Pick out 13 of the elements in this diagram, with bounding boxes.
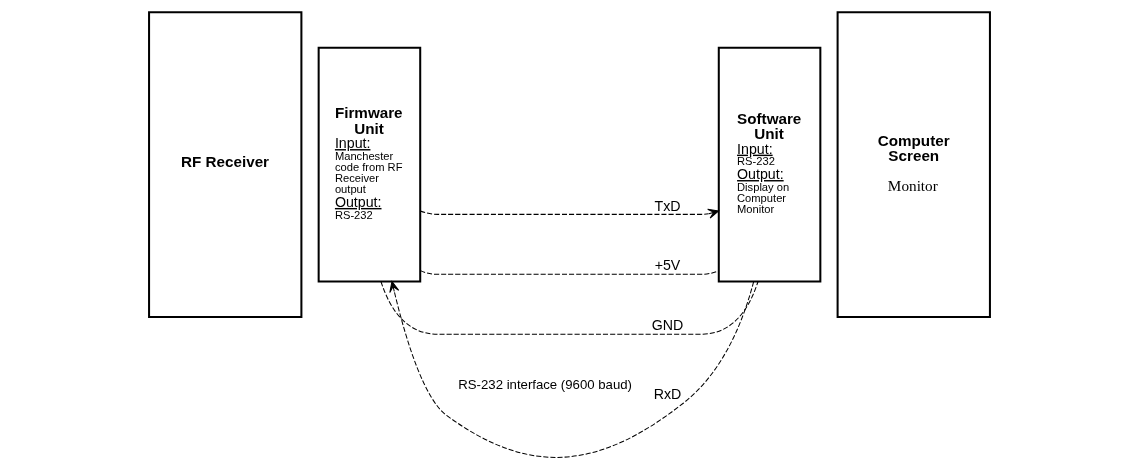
- node-box: Software Unit Input: RS-232 Output: Display on Computer Monitor: [717, 46, 822, 283]
- label: RS-232 interface (9600 baud): [458, 377, 632, 393]
- node-box: RF Receiver: [148, 11, 303, 318]
- edge-label: TxD: [654, 197, 681, 214]
- connector: [419, 270, 720, 275]
- node-box: Computer Screen Monitor: [836, 11, 991, 318]
- edge-label: GND: [651, 317, 684, 334]
- edge-label: +5V: [654, 257, 681, 274]
- arrow: [389, 281, 755, 458]
- arrow: [419, 208, 720, 219]
- connector: [380, 280, 759, 335]
- node-box: Firmware Unit Input: Manchester code from RF Receiver output Output: RS-232: [317, 46, 422, 283]
- edge-label: RxD: [653, 386, 682, 403]
